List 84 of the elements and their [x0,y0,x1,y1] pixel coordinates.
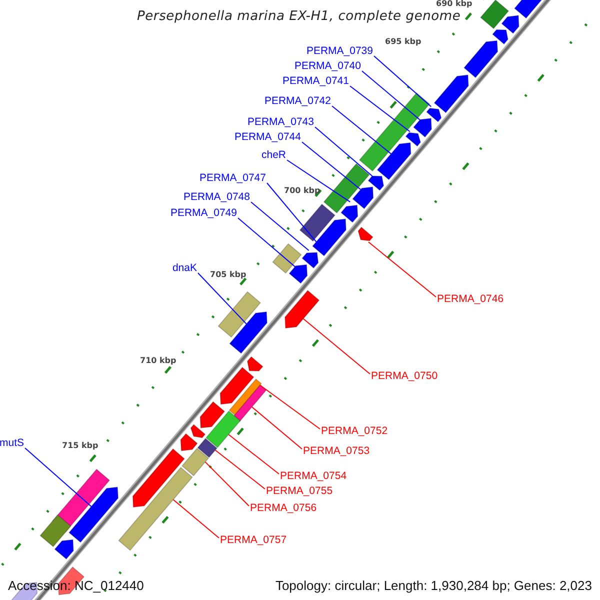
gene-marker [246,356,264,372]
gene-block [358,92,430,172]
gene-marker [464,40,498,78]
leader-line [24,448,92,507]
gene-marker [413,118,432,138]
genome-summary-note: Topology: circular; Length: 1,930,284 bp; Genes: 2,023 [275,578,592,594]
gene-marker [501,15,520,34]
gene-marker [54,539,74,560]
gene-label: PERMA_0752 [321,424,388,438]
gene-block [228,378,262,416]
position-tick-label: 695 kbp [385,37,422,47]
gene-label: PERMA_0749 [170,206,237,220]
gene-block [480,0,510,30]
gene-marker [426,108,442,122]
gene-marker [302,252,319,269]
gene-marker [312,218,346,256]
leader-line [228,434,280,474]
leader-line [204,461,250,506]
leader-line [238,218,296,268]
gene-label: PERMA_0753 [303,444,370,458]
gene-label: PERMA_0742 [264,94,331,108]
gene-label: PERMA_0748 [183,190,250,204]
gene-marker [368,176,384,191]
leader-line [362,70,420,120]
leader-line [250,202,310,251]
gene-marker [229,311,268,354]
gene-marker [434,74,469,114]
gene-block [118,466,193,551]
gene-block [218,291,261,338]
leader-line [314,126,373,176]
leader-line [332,106,392,154]
leader-line [214,450,266,490]
gene-marker [358,226,374,242]
leader-line [198,272,247,324]
gene-label: mutS [0,436,24,450]
gene-label: PERMA_0744 [234,130,301,144]
gene-marker [405,132,421,147]
gene-label: PERMA_0743 [247,115,314,129]
map-title: Persephonella marina EX-H1, complete genome [137,10,461,23]
gene-block [323,163,370,214]
leader-line [286,160,351,202]
gene-label: PERMA_0747 [199,171,266,185]
gene-block [182,448,210,476]
gene-label: PERMA_0741 [282,74,349,88]
gene-marker [220,366,254,405]
gene-marker [200,401,226,428]
leader-line [251,406,302,450]
position-tick-label: 705 kbp [210,270,246,280]
position-tick-label: 710 kbp [140,356,176,366]
gene-marker [288,264,308,284]
gene-marker [284,290,320,329]
gene-block [40,514,72,548]
gene-label: PERMA_0757 [220,533,287,547]
gene-block [232,384,267,422]
gene-marker [190,424,206,438]
gene-block [206,410,241,448]
gene-block [299,204,336,242]
gene-label: PERMA_0740 [294,59,361,73]
gene-label: PERMA_0750 [371,369,438,383]
gene-label: PERMA_0754 [280,469,347,483]
gene-block [272,243,302,274]
leader-line [172,499,220,538]
leader-line [374,56,432,108]
gene-label: PERMA_0756 [250,501,317,515]
leader-line [368,242,436,298]
leader-line [266,182,317,242]
gene-marker [352,186,374,210]
gene-label: PERMA_0746 [437,292,504,306]
leader-line [302,142,362,190]
position-tick-label: 700 kbp [284,186,320,196]
position-tick-label: 715 kbp [62,441,98,451]
gene-block [197,438,218,458]
position-tick-label: 690 kbp [436,0,472,9]
gene-label: PERMA_0739 [306,44,373,58]
gene-marker [376,142,412,180]
leader-line [302,318,370,374]
gene-label: cheR [261,148,286,162]
gene-marker [340,204,358,223]
gene-marker [132,448,185,508]
leader-line [260,384,320,430]
gene-label: dnaK [172,261,197,275]
leader-line [350,86,410,132]
gene-label: PERMA_0755 [266,484,333,498]
gene-marker [180,433,198,452]
